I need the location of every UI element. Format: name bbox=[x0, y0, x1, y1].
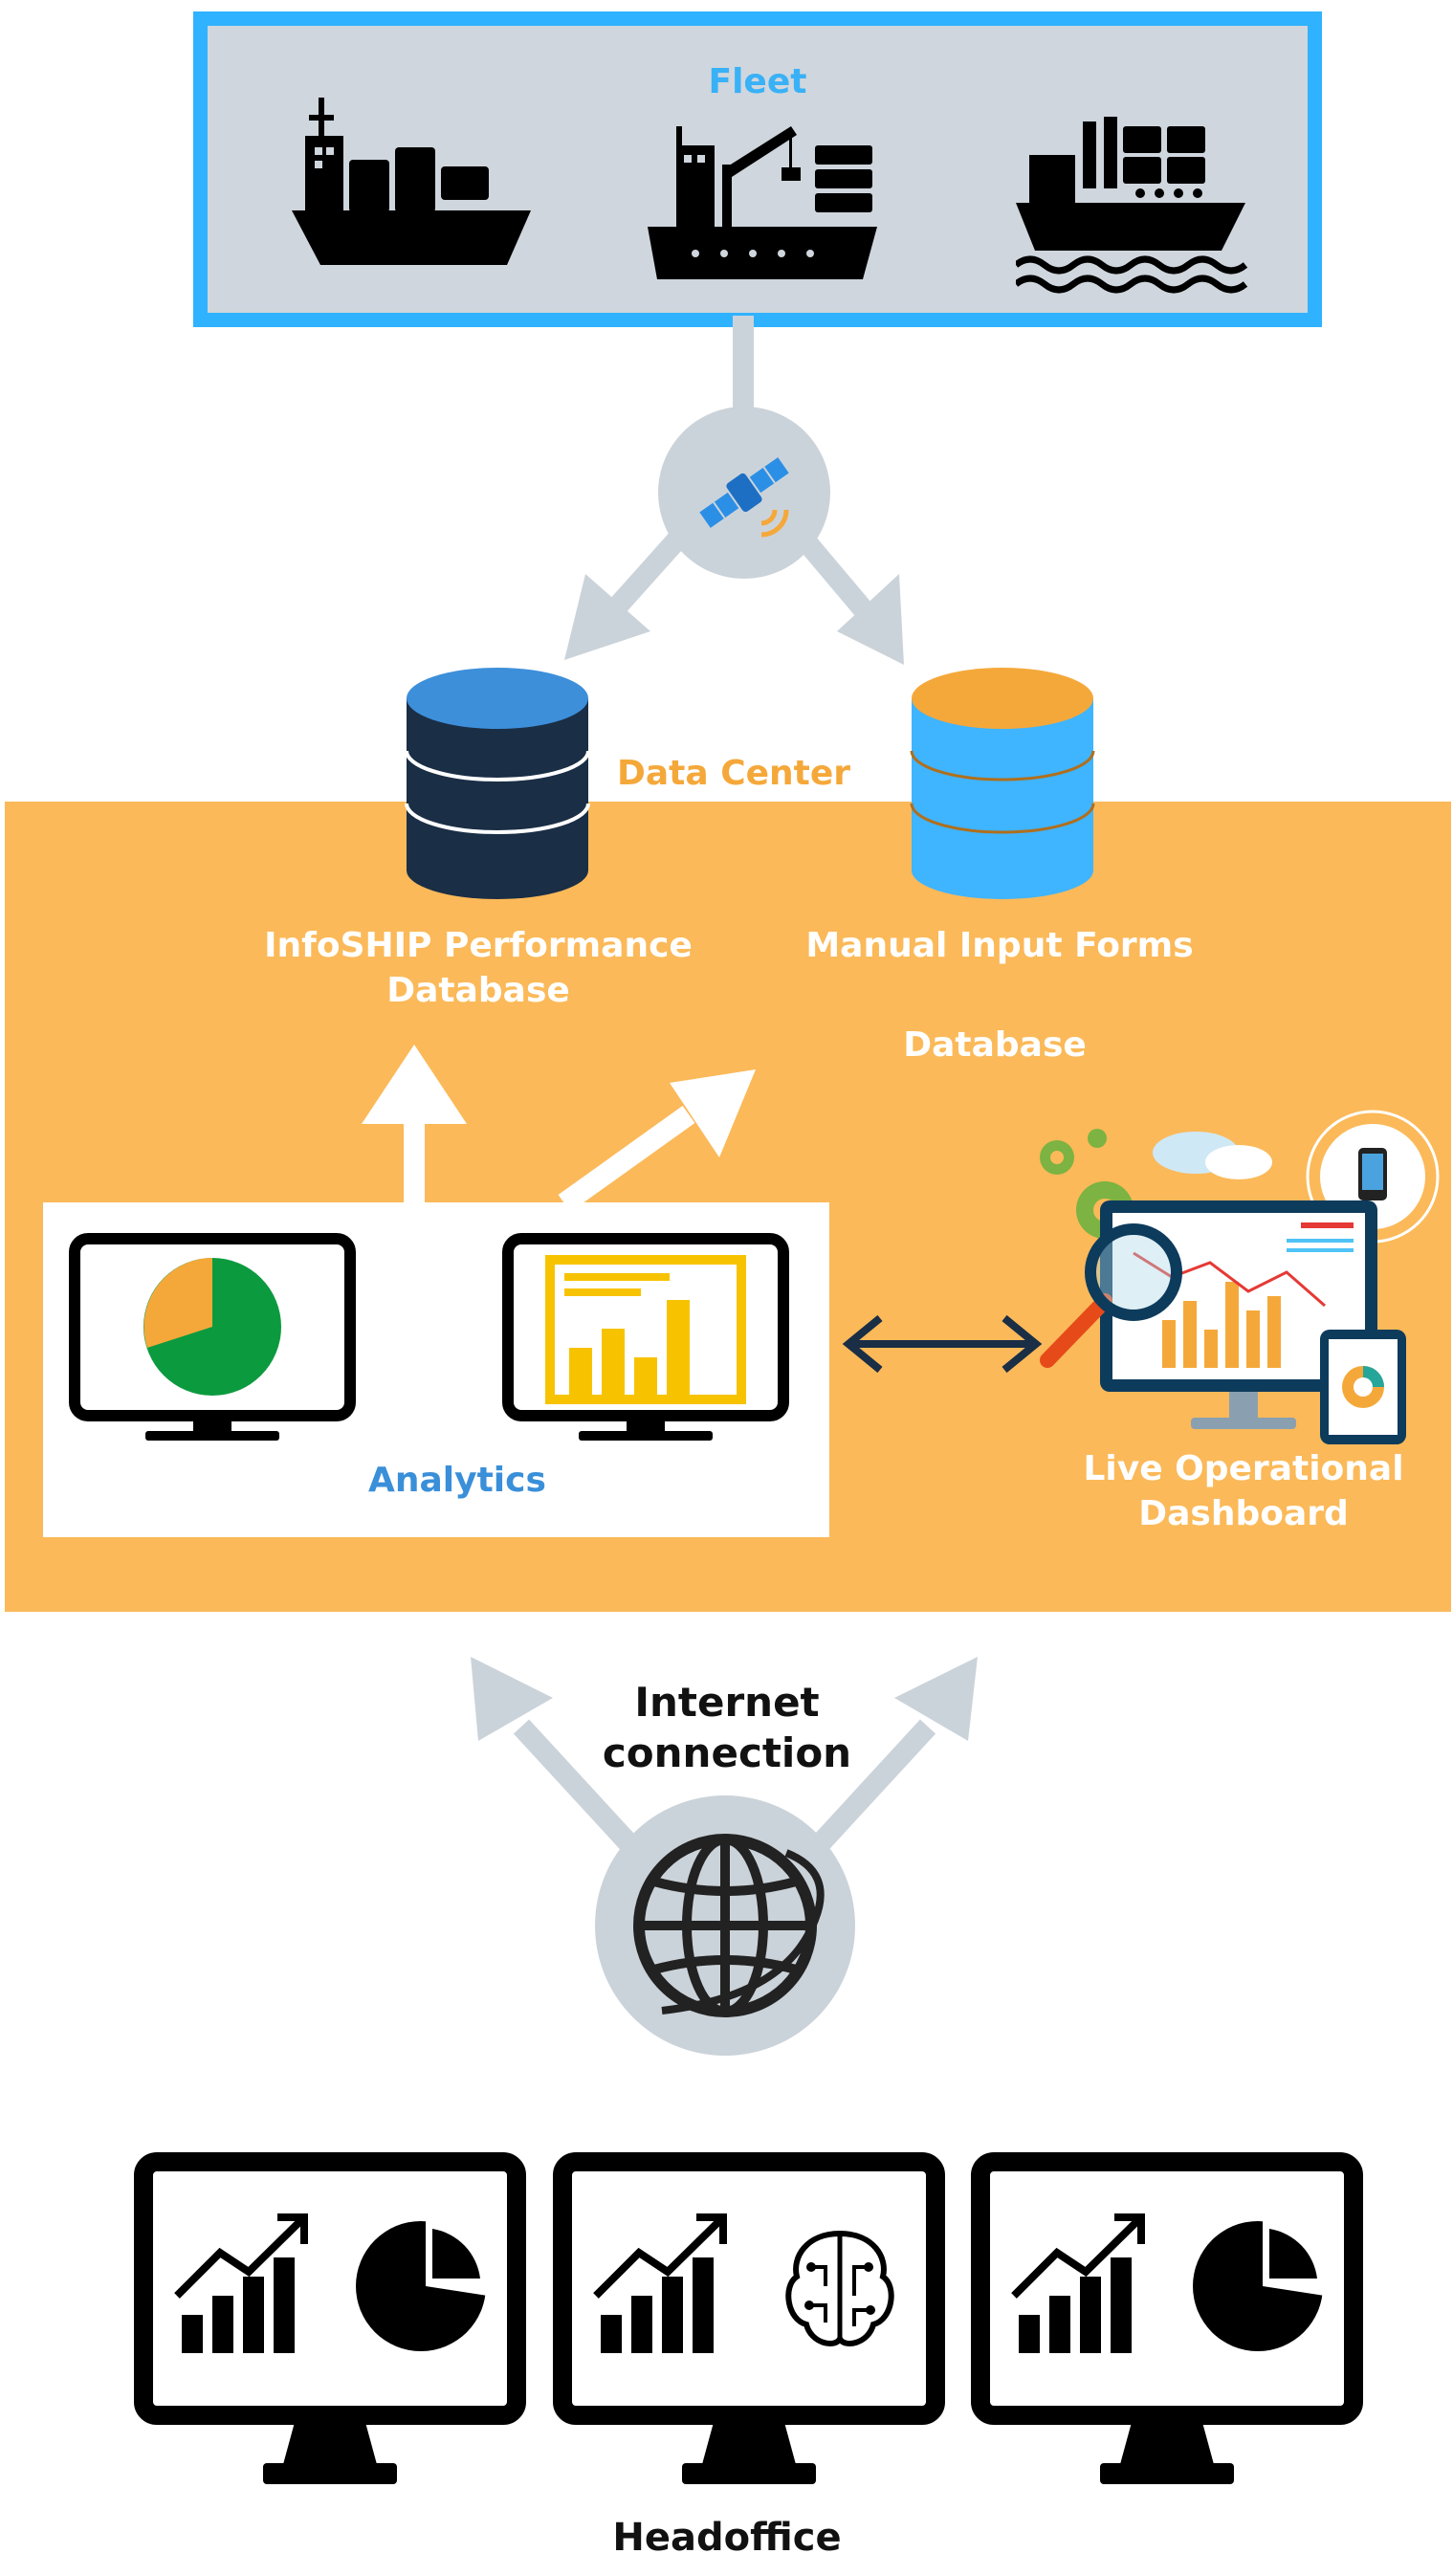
internet-line1: Internet bbox=[634, 1679, 820, 1726]
satellite-node bbox=[658, 407, 830, 579]
growth-chart-icon bbox=[174, 2213, 308, 2353]
analytics-label: Analytics bbox=[368, 1461, 546, 1500]
satellite-icon bbox=[699, 457, 789, 538]
headoffice-monitor-3 bbox=[971, 2152, 1363, 2484]
manual-forms-label-line1: Manual Input Forms bbox=[805, 926, 1194, 965]
container-ship-icon bbox=[292, 98, 531, 265]
headoffice-monitor-1 bbox=[134, 2152, 526, 2484]
fleet-panel: Fleet bbox=[193, 11, 1322, 327]
headoffice-label: Headoffice bbox=[612, 2516, 842, 2560]
fleet-connector-arrows bbox=[564, 316, 904, 665]
manual-forms-database-icon bbox=[910, 668, 1095, 899]
live-dashboard-illustration bbox=[1040, 1110, 1440, 1444]
ship-on-waves-icon bbox=[1016, 117, 1248, 294]
performance-database-line1: InfoSHIP Performance bbox=[264, 926, 693, 965]
performance-database-icon bbox=[405, 668, 590, 899]
live-dashboard-line2: Dashboard bbox=[1138, 1494, 1349, 1533]
performance-database-label: InfoSHIP Performance Database bbox=[249, 926, 708, 1010]
performance-database-line2: Database bbox=[386, 971, 570, 1010]
data-center-title: Data Center bbox=[617, 754, 851, 793]
headoffice-monitor-2 bbox=[553, 2152, 945, 2484]
internet-node bbox=[595, 1795, 855, 2056]
growth-chart-icon bbox=[593, 2213, 727, 2353]
bar-chart-monitor-icon bbox=[502, 1233, 789, 1441]
bidirectional-arrow bbox=[842, 1314, 1043, 1374]
manual-forms-label-line2: Database bbox=[903, 1025, 1087, 1065]
live-dashboard-label: Live Operational Dashboard bbox=[1057, 1449, 1430, 1533]
globe-icon bbox=[633, 1834, 825, 2017]
internet-connector-arrows bbox=[471, 1657, 978, 1854]
cargo-crane-ship-icon bbox=[648, 126, 877, 279]
analytics-upload-arrows bbox=[362, 1045, 756, 1213]
live-dashboard-line1: Live Operational bbox=[1083, 1449, 1404, 1488]
analytics-box: Analytics bbox=[43, 1202, 829, 1537]
ai-brain-icon bbox=[785, 2230, 894, 2346]
fleet-title: Fleet bbox=[708, 62, 807, 101]
internet-connection-label: Internet connection bbox=[536, 1679, 918, 1776]
pie-chart-icon bbox=[1193, 2219, 1327, 2351]
pie-chart-monitor-icon bbox=[69, 1233, 356, 1441]
internet-line2: connection bbox=[602, 1729, 852, 1776]
pie-chart-icon bbox=[356, 2219, 490, 2351]
growth-chart-icon bbox=[1011, 2213, 1145, 2353]
